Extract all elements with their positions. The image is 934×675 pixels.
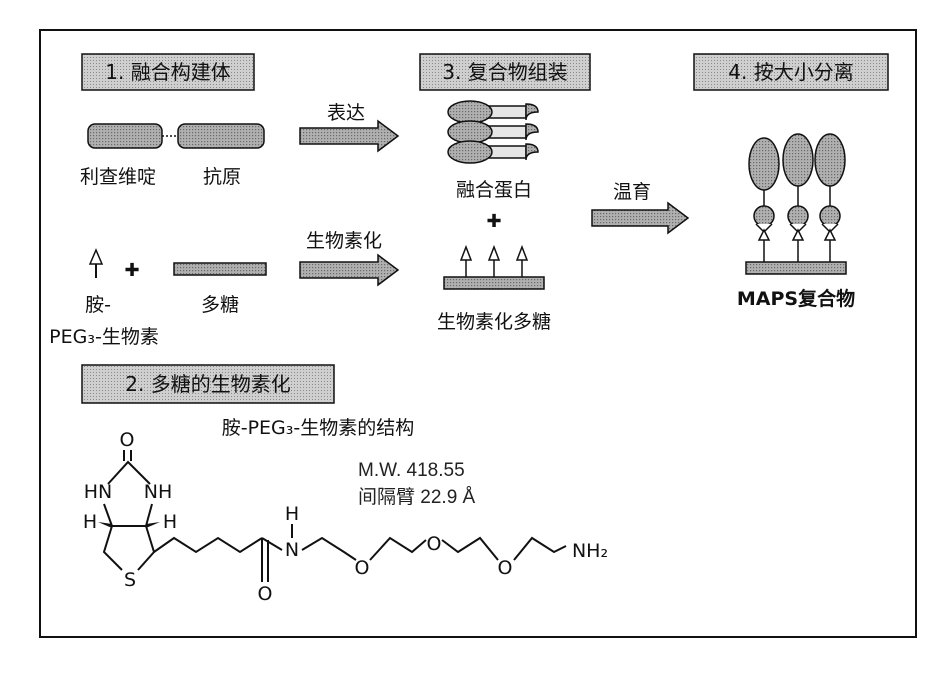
amine-label: 胺- [85, 294, 111, 316]
plus-sign-assembly: ✚ [486, 211, 501, 232]
atom-o-ether-1: O [355, 557, 370, 579]
chemical-structure: O HN NH H H S O H N O O O NH₂ [83, 429, 608, 605]
header-complex-assembly-label: 3. 复合物组装 [442, 60, 567, 84]
fusion-protein-stack [448, 101, 538, 163]
atom-n-amide: N [285, 539, 299, 561]
fusion-protein-label: 融合蛋白 [456, 179, 532, 201]
peg-biotin-label: PEG₃-生物素 [49, 326, 159, 348]
atom-hn: HN [84, 481, 113, 503]
biotinylation-arrow [300, 255, 398, 285]
incubation-arrow [592, 203, 688, 233]
atom-nh2: NH₂ [572, 540, 608, 562]
plus-sign-biotinylation: ✚ [124, 260, 139, 281]
header-fusion-construct-label: 1. 融合构建体 [105, 60, 230, 84]
atom-s: S [124, 569, 136, 591]
atom-h-left: H [83, 511, 97, 533]
maps-complex-shape [746, 134, 846, 274]
rhizavidin-label: 利查维啶 [80, 166, 156, 188]
header-fusion-construct: 1. 融合构建体 [82, 54, 254, 90]
header-size-separation-label: 4. 按大小分离 [728, 60, 853, 84]
molecular-weight: M.W. 418.55 [358, 460, 465, 481]
incubation-label: 温育 [613, 181, 651, 203]
atom-nh: NH [144, 481, 173, 503]
header-size-separation: 4. 按大小分离 [694, 54, 888, 90]
maps-complex-label: MAPS复合物 [737, 287, 855, 310]
atom-h-right: H [163, 511, 177, 533]
antigen-label: 抗原 [203, 166, 241, 188]
atom-o-carbonyl: O [120, 429, 135, 451]
atom-h-amide: H [285, 503, 299, 525]
structure-title: 胺-PEG₃-生物素的结构 [222, 417, 415, 439]
amine-peg-biotin-icon [90, 250, 102, 278]
polysaccharide-shape [174, 263, 266, 275]
biotinylation-label: 生物素化 [306, 230, 382, 252]
polysaccharide-label: 多糖 [201, 294, 239, 316]
atom-o-ether-2: O [427, 533, 442, 555]
expression-label: 表达 [327, 102, 365, 124]
header-biotinylation-label: 2. 多糖的生物素化 [125, 372, 290, 396]
rhizavidin-block [88, 124, 162, 148]
atom-o-amide: O [258, 583, 273, 605]
spacer-arm: 间隔臂 22.9 Å [358, 486, 476, 508]
atom-o-ether-3: O [498, 557, 513, 579]
biotinylated-polysaccharide-shape [444, 247, 544, 289]
header-biotinylation: 2. 多糖的生物素化 [82, 365, 334, 403]
antigen-block [178, 124, 264, 148]
expression-arrow [300, 121, 398, 151]
header-complex-assembly: 3. 复合物组装 [420, 54, 590, 90]
biotinylated-polysaccharide-label: 生物素化多糖 [437, 311, 551, 333]
fusion-construct-shapes [88, 124, 264, 148]
